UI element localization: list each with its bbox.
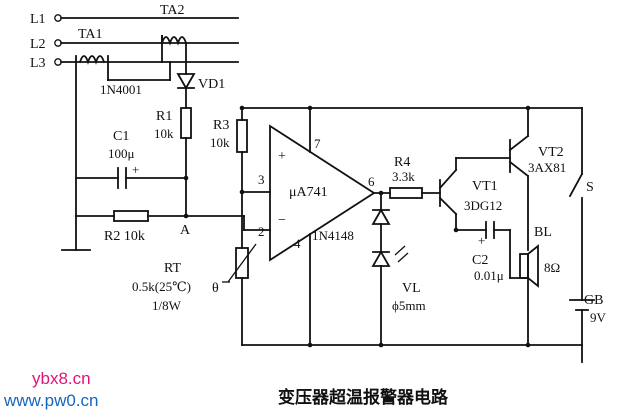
label-vd1-type: 1N4001 (100, 82, 142, 97)
label-vt2-type: 3AX81 (528, 160, 566, 175)
label-c2: C2 (472, 253, 488, 268)
c2-capacitor (485, 221, 511, 279)
label-bl: BL (534, 225, 552, 240)
ta1-transformer (61, 55, 171, 251)
label-gb: GB (584, 293, 603, 308)
watermark-line2: www.pw0.cn (3, 391, 98, 410)
r2-resistor (75, 210, 245, 222)
rt-thermistor (222, 191, 257, 346)
vd1-diode (176, 73, 196, 109)
label-ta1: TA1 (78, 27, 103, 42)
label-l1: L1 (30, 12, 46, 27)
switch-battery (568, 107, 595, 346)
pin-3: 3 (258, 172, 265, 187)
label-c1-polarity: + (132, 162, 139, 177)
label-c2-val: 0.01μ (474, 268, 504, 283)
label-r4-val: 3.3k (392, 169, 415, 184)
label-opamp-plus: + (278, 149, 286, 164)
label-gb-val: 9V (590, 310, 607, 325)
diode-led-chain (371, 192, 409, 346)
label-r2: R2 10k (104, 229, 145, 244)
r1-resistor (180, 107, 192, 217)
pin-4: 4 (294, 236, 301, 251)
label-l3: L3 (30, 56, 46, 71)
diagram-title: 变压器超温报警器电路 (278, 387, 449, 408)
label-c2-polarity: + (478, 233, 485, 248)
label-r1: R1 (156, 109, 172, 124)
label-r3-val: 10k (210, 135, 230, 150)
label-switch: S (586, 180, 594, 195)
r3-resistor (236, 105, 271, 195)
vt2-transistor (508, 105, 531, 251)
label-bl-val: 8Ω (544, 260, 560, 275)
pin-7: 7 (314, 136, 321, 151)
label-opamp-minus: − (278, 213, 286, 228)
label-c1: C1 (113, 129, 129, 144)
ta2-transformer (160, 35, 188, 75)
r4-resistor (373, 187, 441, 199)
c1-capacitor (75, 167, 189, 189)
bl-speaker (509, 244, 539, 346)
pin-6: 6 (368, 174, 375, 189)
label-rt-theta: θ (212, 281, 219, 296)
label-r3: R3 (213, 118, 229, 133)
watermark-line1: ybx8.cn (32, 369, 91, 388)
label-vt1-type: 3DG12 (464, 198, 502, 213)
label-vt1: VT1 (472, 179, 498, 194)
label-vt2: VT2 (538, 145, 564, 160)
label-vl: VL (402, 281, 421, 296)
pin-2: 2 (258, 224, 265, 239)
opamp-ua741 (243, 105, 376, 346)
label-ta2: TA2 (160, 3, 185, 18)
vt1-transistor (438, 157, 511, 233)
label-l2: L2 (30, 37, 46, 52)
label-opamp: μA741 (289, 185, 328, 200)
label-r1-val: 10k (154, 126, 174, 141)
power-lines (54, 14, 239, 66)
label-c1-val: 100μ (108, 146, 135, 161)
label-rt-val: 0.5k(25℃) (132, 279, 191, 294)
label-node-a: A (180, 223, 191, 238)
label-rt-power: 1/8W (152, 298, 182, 313)
label-vl-val: ϕ5mm (392, 298, 426, 313)
label-r4: R4 (394, 155, 410, 170)
label-1n4148: 1N4148 (312, 228, 354, 243)
label-rt: RT (164, 261, 181, 276)
label-vd1: VD1 (198, 77, 225, 92)
